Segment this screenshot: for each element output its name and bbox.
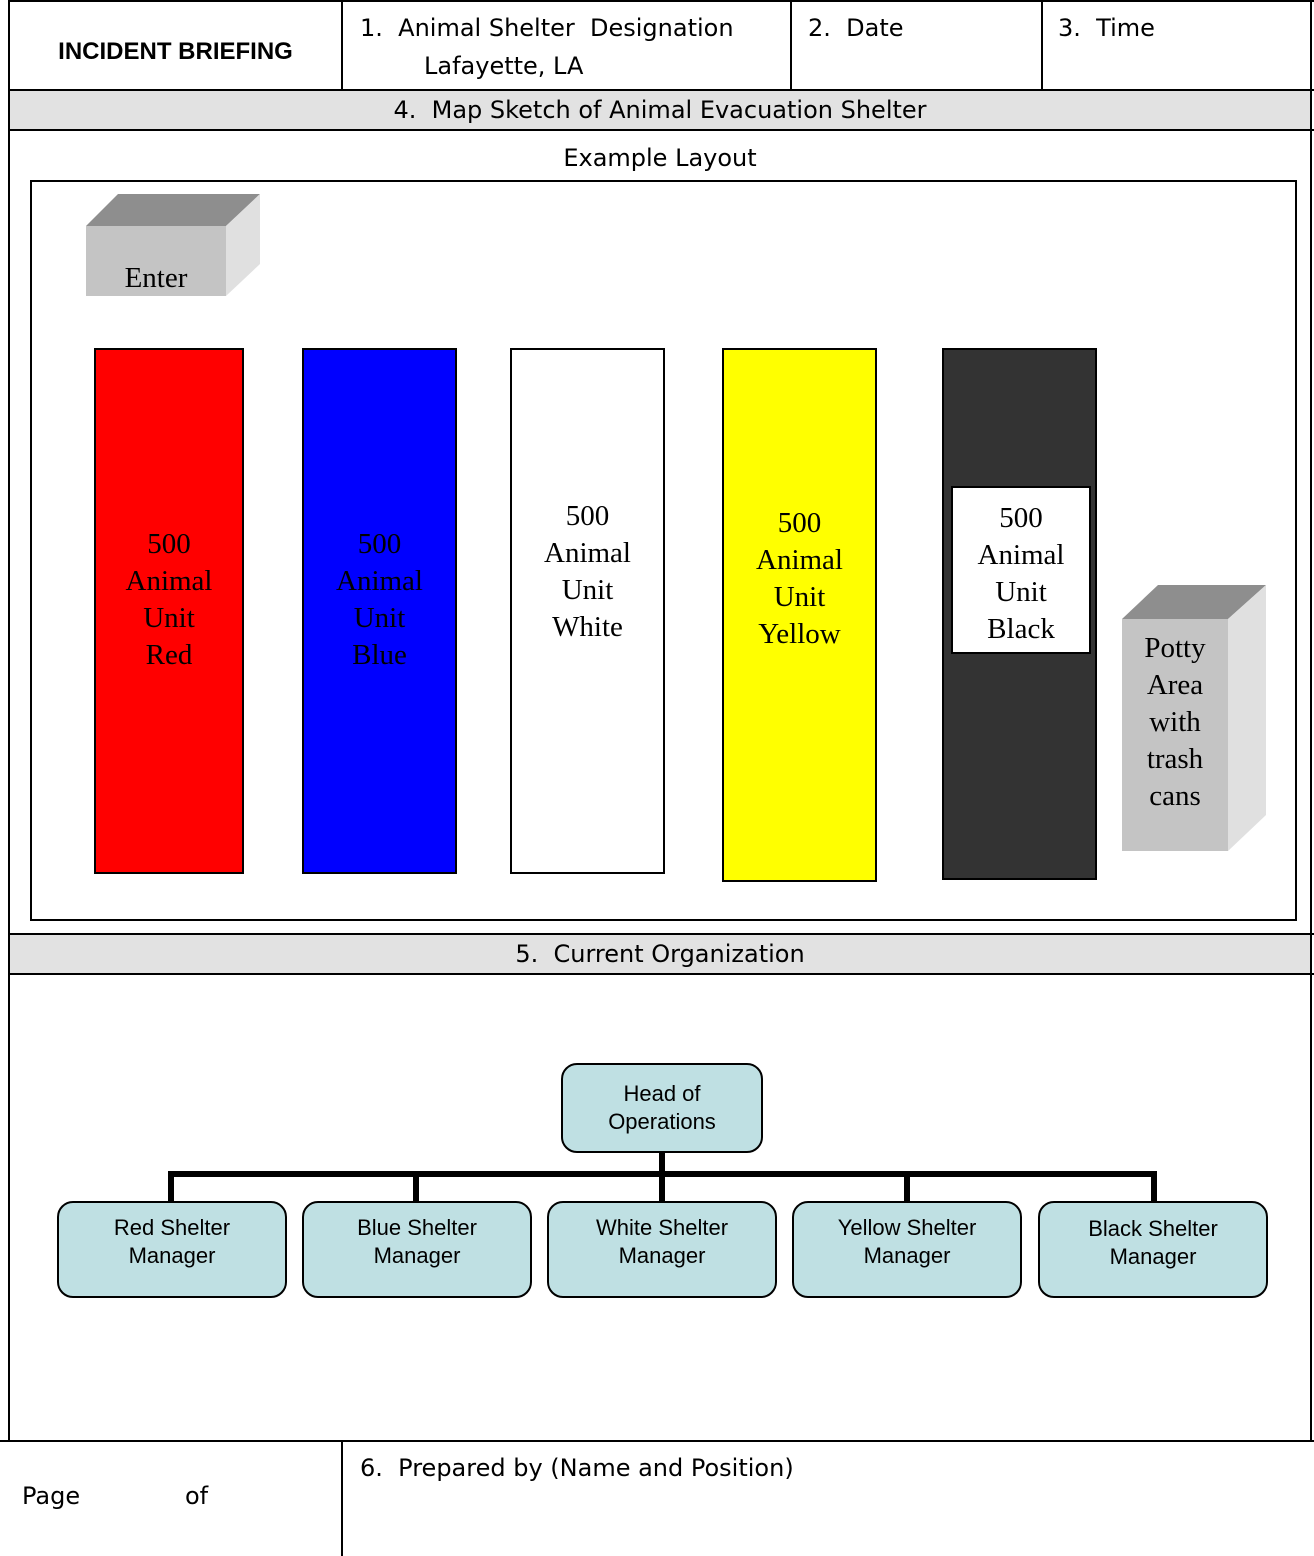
field-time-label: 3. Time xyxy=(1058,14,1155,42)
header-divider-2 xyxy=(790,0,792,91)
field-shelter-designation-label: 1. Animal Shelter Designation xyxy=(360,14,734,42)
potty-area-box xyxy=(1122,585,1266,851)
header-divider-1 xyxy=(341,0,343,91)
map-sketch-area xyxy=(30,180,1297,921)
section-org-heading: 5. Current Organization xyxy=(515,940,805,968)
org-connector-yellow xyxy=(904,1171,910,1201)
org-connector-red xyxy=(168,1171,174,1201)
example-layout-label: Example Layout xyxy=(563,144,757,172)
org-connector-white xyxy=(659,1171,665,1201)
footer-page-label: Page xyxy=(22,1482,81,1510)
footer-divider xyxy=(341,1440,343,1556)
form-title: INCIDENT BRIEFING xyxy=(58,38,293,65)
section-map-heading-bottom xyxy=(8,129,1314,131)
footer-top-line xyxy=(0,1440,1314,1442)
field-shelter-designation-value[interactable]: Lafayette, LA xyxy=(424,52,584,80)
field-date-label: 2. Date xyxy=(808,14,904,42)
section-org-heading-bar xyxy=(10,935,1310,973)
footer-prepared-by-label: 6. Prepared by (Name and Position) xyxy=(360,1454,794,1482)
org-connector-blue xyxy=(413,1171,419,1201)
section-org-heading-bottom xyxy=(8,973,1314,975)
section-org-heading-top xyxy=(8,933,1314,935)
enter-box xyxy=(86,194,260,296)
header-divider-3 xyxy=(1041,0,1043,91)
frame-top xyxy=(8,0,1314,2)
section-map-heading-bar xyxy=(10,91,1310,129)
section-map-heading: 4. Map Sketch of Animal Evacuation Shelt… xyxy=(393,96,927,124)
frame-left xyxy=(8,0,10,1442)
org-connector-black xyxy=(1151,1171,1157,1201)
enter-label: Enter xyxy=(124,262,188,294)
frame-right xyxy=(1310,0,1312,1442)
header-bottom-line xyxy=(8,89,1314,91)
footer-of-label: of xyxy=(185,1482,209,1510)
org-connector-vertical xyxy=(659,1151,665,1175)
